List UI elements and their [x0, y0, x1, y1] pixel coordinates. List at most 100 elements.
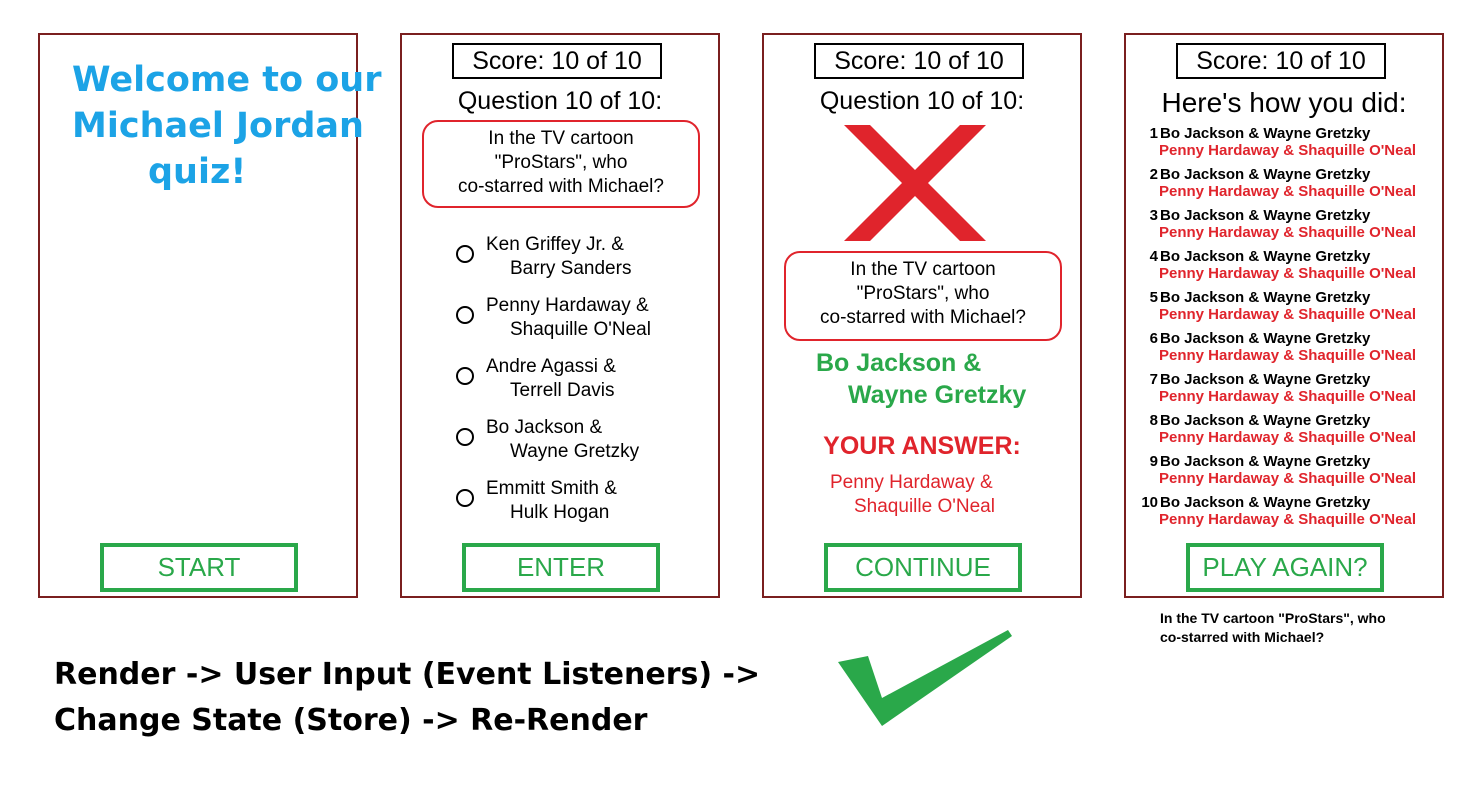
result-correct-answer: Bo Jackson & Wayne Gretzky [1160, 166, 1371, 183]
flow-line: Change State (Store) -> Re-Render [54, 703, 648, 738]
caption-line: co-starred with Michael? [1160, 629, 1325, 645]
option-line: Shaquille O'Neal [510, 319, 651, 340]
score-display: Score: 10 of 10 [1176, 43, 1386, 79]
checkmark-icon [838, 630, 1012, 726]
option-line: Wayne Gretzky [510, 441, 640, 462]
result-your-answer: Penny Hardaway & Shaquille O'Neal [1159, 511, 1416, 528]
result-your-answer: Penny Hardaway & Shaquille O'Neal [1159, 183, 1416, 200]
question-line: co-starred with Michael? [820, 307, 1026, 328]
your-answer-line: Shaquille O'Neal [854, 496, 995, 517]
question-line: In the TV cartoon [488, 128, 634, 149]
score-display: Score: 10 of 10 [452, 43, 662, 79]
radio-button[interactable] [456, 428, 474, 446]
result-number: 5 [1149, 289, 1158, 306]
result-your-answer: Penny Hardaway & Shaquille O'Neal [1159, 224, 1416, 241]
result-your-answer: Penny Hardaway & Shaquille O'Neal [1159, 306, 1416, 323]
result-correct-answer: Bo Jackson & Wayne Gretzky [1160, 371, 1371, 388]
result-your-answer: Penny Hardaway & Shaquille O'Neal [1159, 265, 1416, 282]
result-number: 2 [1149, 166, 1158, 183]
result-your-answer: Penny Hardaway & Shaquille O'Neal [1159, 429, 1416, 446]
score-display: Score: 10 of 10 [814, 43, 1024, 79]
result-correct-answer: Bo Jackson & Wayne Gretzky [1160, 494, 1371, 511]
option-label: Penny Hardaway & Shaquille O'Neal [486, 294, 651, 342]
correct-answer: Bo Jackson & Wayne Gretzky [816, 347, 1026, 411]
result-your-answer: Penny Hardaway & Shaquille O'Neal [1159, 347, 1416, 364]
your-answer: Penny Hardaway & Shaquille O'Neal [830, 471, 995, 519]
result-number: 1 [1149, 125, 1158, 142]
radio-button[interactable] [456, 306, 474, 324]
option-line: Ken Griffey Jr. & [486, 234, 624, 255]
flow-line: Render -> User Input (Event Listeners) -… [54, 657, 761, 692]
question-caption: In the TV cartoon "ProStars", who co-sta… [1160, 609, 1386, 647]
result-correct-answer: Bo Jackson & Wayne Gretzky [1160, 125, 1371, 142]
feedback-screen-panel: Score: 10 of 10 Question 10 of 10: In th… [762, 33, 1082, 598]
result-number: 4 [1149, 248, 1158, 265]
continue-button[interactable]: CONTINUE [824, 543, 1022, 592]
your-answer-label: YOUR ANSWER: [823, 432, 1021, 460]
question-number: Question 10 of 10: [819, 87, 1025, 115]
result-correct-answer: Bo Jackson & Wayne Gretzky [1160, 453, 1371, 470]
question-line: "ProStars", who [494, 152, 628, 173]
question-line: In the TV cartoon [850, 259, 996, 280]
option-line: Terrell Davis [510, 380, 615, 401]
result-number: 9 [1149, 453, 1158, 470]
correct-answer-line: Bo Jackson & [816, 349, 982, 377]
results-title: Here's how you did: [1161, 87, 1407, 118]
welcome-heading: Welcome to our Michael Jordan quiz! [40, 57, 381, 195]
result-correct-answer: Bo Jackson & Wayne Gretzky [1160, 207, 1371, 224]
x-icon [844, 125, 986, 241]
result-your-answer: Penny Hardaway & Shaquille O'Neal [1159, 470, 1416, 487]
result-number: 6 [1149, 330, 1158, 347]
enter-button[interactable]: ENTER [462, 543, 660, 592]
start-button[interactable]: START [100, 543, 298, 592]
play-again-button[interactable]: PLAY AGAIN? [1186, 543, 1384, 592]
option-label: Andre Agassi & Terrell Davis [486, 355, 616, 403]
question-bubble: In the TV cartoon "ProStars", who co-sta… [784, 251, 1062, 341]
result-your-answer: Penny Hardaway & Shaquille O'Neal [1159, 142, 1416, 159]
correct-answer-line: Wayne Gretzky [848, 381, 1027, 409]
radio-button[interactable] [456, 489, 474, 507]
option-line: Andre Agassi & [486, 356, 616, 377]
result-number: 10 [1141, 494, 1158, 511]
question-bubble: In the TV cartoon "ProStars", who co-sta… [422, 120, 700, 208]
option-line: Emmitt Smith & [486, 478, 617, 499]
flow-description: Render -> User Input (Event Listeners) -… [54, 652, 760, 744]
question-number: Question 10 of 10: [457, 87, 663, 115]
result-correct-answer: Bo Jackson & Wayne Gretzky [1160, 330, 1371, 347]
question-screen-panel: Score: 10 of 10 Question 10 of 10: In th… [400, 33, 720, 598]
result-number: 3 [1149, 207, 1158, 224]
start-screen-panel: Welcome to our Michael Jordan quiz! STAR… [38, 33, 381, 598]
welcome-line: Welcome to our [72, 60, 382, 100]
result-correct-answer: Bo Jackson & Wayne Gretzky [1160, 412, 1371, 429]
radio-button[interactable] [456, 367, 474, 385]
option-label: Emmitt Smith & Hulk Hogan [486, 477, 617, 525]
welcome-line: quiz! [148, 152, 247, 192]
option-line: Bo Jackson & [486, 417, 603, 438]
result-correct-answer: Bo Jackson & Wayne Gretzky [1160, 248, 1371, 265]
option-line: Barry Sanders [510, 258, 632, 279]
radio-button[interactable] [456, 245, 474, 263]
result-number: 8 [1149, 412, 1158, 429]
welcome-line: Michael Jordan [72, 106, 364, 146]
result-your-answer: Penny Hardaway & Shaquille O'Neal [1159, 388, 1416, 405]
option-label: Bo Jackson & Wayne Gretzky [486, 416, 639, 464]
result-correct-answer: Bo Jackson & Wayne Gretzky [1160, 289, 1371, 306]
option-line: Penny Hardaway & [486, 295, 649, 316]
option-label: Ken Griffey Jr. & Barry Sanders [486, 233, 631, 281]
option-line: Hulk Hogan [510, 502, 610, 523]
question-line: co-starred with Michael? [458, 176, 664, 197]
your-answer-line: Penny Hardaway & [830, 472, 993, 493]
result-number: 7 [1149, 371, 1158, 388]
